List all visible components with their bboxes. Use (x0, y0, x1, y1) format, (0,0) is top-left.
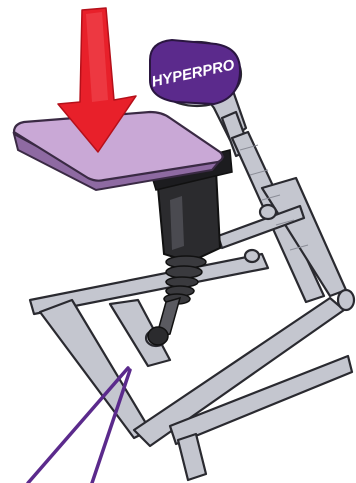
frame-front-leg (178, 434, 206, 480)
pivot-knob-link (245, 250, 259, 262)
shock-lower-eye (148, 327, 168, 345)
hyperpro-logo: HYPERPRO (150, 40, 241, 106)
pivot-knob-right (338, 290, 354, 310)
callout-lines (28, 368, 130, 483)
pivot-knob-top (260, 205, 276, 219)
